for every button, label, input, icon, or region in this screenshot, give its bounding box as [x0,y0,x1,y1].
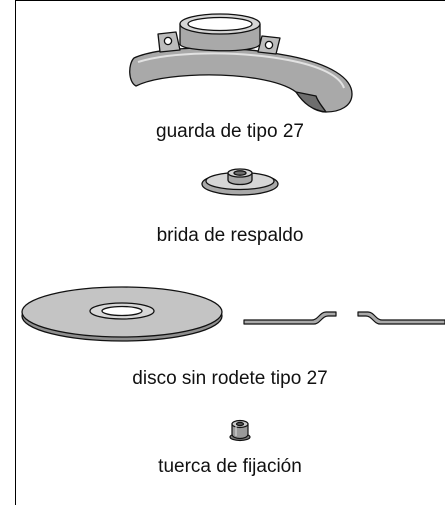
clamp-nut-icon [229,419,251,442]
nut-label: tuerca de fijación [158,456,302,477]
guard-icon [129,13,353,113]
diagram-frame [15,0,445,505]
wheel-label: disco sin rodete tipo 27 [132,368,328,389]
wheel-cross-section-icon [243,311,445,325]
guard-label: guarda de tipo 27 [156,121,304,142]
flange-label: brida de respaldo [156,225,304,246]
backing-flange-icon [201,168,279,196]
wheel-perspective-icon [21,286,223,342]
